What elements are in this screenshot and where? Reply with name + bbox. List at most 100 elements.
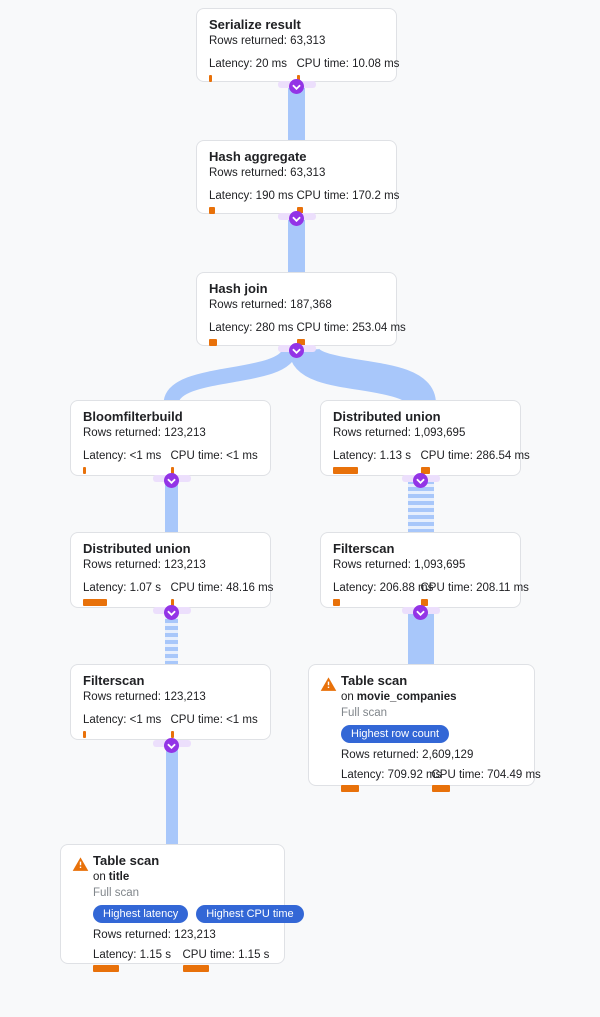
highest-latency-badge: Highest latency	[93, 905, 189, 923]
metrics-row: Latency: 1.07 s CPU time: 48.16 ms	[83, 582, 273, 606]
latency-label: Latency: <1 ms	[83, 450, 162, 462]
latency-metric: Latency: 280 ms	[209, 322, 297, 346]
on-prefix: on	[93, 871, 106, 883]
rows-returned: Rows returned: 1,093,695	[333, 559, 466, 571]
cpu-metric: CPU time: <1 ms	[170, 450, 259, 474]
cpu-metric: CPU time: 170.2 ms	[296, 190, 400, 214]
latency-bar	[209, 339, 217, 346]
cpu-bar	[431, 785, 450, 792]
highest-cpu-time-badge: Highest CPU time	[196, 905, 304, 923]
collapse-filterscan-right-button[interactable]	[413, 605, 428, 620]
latency-label: Latency: 1.13 s	[333, 450, 411, 462]
edge-hashjoin-to-distunion-right	[289, 348, 436, 404]
collapse-hashagg-button[interactable]	[289, 211, 304, 226]
collapse-filterscan-left-button[interactable]	[164, 738, 179, 753]
node-title: Table scan	[93, 853, 160, 868]
latency-bar	[333, 599, 340, 606]
warning-icon	[320, 677, 337, 691]
latency-bar	[209, 207, 215, 214]
cpu-bar	[296, 207, 303, 214]
metrics-row: Latency: 1.13 s CPU time: 286.54 ms	[333, 450, 530, 474]
cpu-label: CPU time: 1.15 s	[182, 949, 270, 961]
chevron-down-icon	[292, 84, 301, 90]
cpu-bar	[182, 965, 209, 972]
edge-serialize-to-hashagg	[288, 84, 305, 141]
node-title: Distributed union	[83, 541, 191, 556]
plan-node-bloomfilterbuild[interactable]: Bloomfilterbuild Rows returned: 123,213 …	[70, 400, 271, 476]
latency-metric: Latency: 1.07 s	[83, 582, 171, 606]
chevron-down-icon	[292, 216, 301, 222]
latency-label: Latency: 206.88 ms	[333, 582, 434, 594]
cpu-metric: CPU time: <1 ms	[170, 714, 259, 738]
scan-type: Full scan	[341, 707, 388, 719]
metrics-row: Latency: <1 ms CPU time: <1 ms	[83, 450, 258, 474]
cpu-label: CPU time: <1 ms	[170, 450, 258, 462]
latency-metric: Latency: <1 ms	[83, 714, 171, 738]
edge-bloomfilter-to-distunion	[165, 480, 178, 533]
cpu-metric: CPU time: 286.54 ms	[420, 450, 530, 474]
plan-node-hash-join[interactable]: Hash join Rows returned: 187,368 Latency…	[196, 272, 406, 346]
plan-node-distributed-union-right[interactable]: Distributed union Rows returned: 1,093,6…	[320, 400, 530, 476]
latency-bar	[83, 731, 86, 738]
collapse-hashjoin-button[interactable]	[289, 343, 304, 358]
plan-node-filterscan-right[interactable]: Filterscan Rows returned: 1,093,695 Late…	[320, 532, 529, 608]
latency-label: Latency: 280 ms	[209, 322, 294, 334]
collapse-serialize-button[interactable]	[289, 79, 304, 94]
highest-row-count-badge: Highest row count	[341, 725, 450, 743]
chevron-down-icon	[167, 743, 176, 749]
node-title: Table scan	[341, 673, 408, 688]
metrics-row: Latency: 709.92 ms CPU time: 704.49 ms	[341, 769, 541, 792]
chevron-down-icon	[416, 478, 425, 484]
cpu-bar	[420, 599, 428, 606]
collapse-distunion-left-button[interactable]	[164, 605, 179, 620]
metrics-row: Latency: <1 ms CPU time: <1 ms	[83, 714, 258, 738]
latency-metric: Latency: 1.15 s	[93, 949, 183, 972]
metrics-row: Latency: 1.15 s CPU time: 1.15 s	[93, 949, 272, 972]
node-title: Serialize result	[209, 17, 301, 32]
plan-node-distributed-union-left[interactable]: Distributed union Rows returned: 123,213…	[70, 532, 273, 608]
edge-distunion-to-filterscan-right	[408, 480, 434, 533]
rows-returned: Rows returned: 2,609,129	[341, 749, 474, 761]
cpu-label: CPU time: 286.54 ms	[420, 450, 530, 462]
latency-metric: Latency: 20 ms	[209, 58, 297, 82]
plan-node-hash-aggregate[interactable]: Hash aggregate Rows returned: 63,313 Lat…	[196, 140, 400, 214]
cpu-metric: CPU time: 704.49 ms	[431, 769, 541, 792]
on-prefix: on	[341, 691, 354, 703]
latency-bar	[93, 965, 119, 972]
scan-type: Full scan	[93, 887, 140, 899]
cpu-label: CPU time: 10.08 ms	[296, 58, 400, 70]
latency-label: Latency: 709.92 ms	[341, 769, 442, 781]
latency-label: Latency: 190 ms	[209, 190, 294, 202]
cpu-label: CPU time: <1 ms	[170, 714, 258, 726]
cpu-bar	[170, 467, 174, 474]
metrics-row: Latency: 190 ms CPU time: 170.2 ms	[209, 190, 400, 214]
metrics-row: Latency: 280 ms CPU time: 253.04 ms	[209, 322, 406, 346]
plan-node-serialize-result[interactable]: Serialize result Rows returned: 63,313 L…	[196, 8, 400, 82]
latency-metric: Latency: 190 ms	[209, 190, 297, 214]
edge-hashjoin-fork	[163, 348, 436, 404]
latency-label: Latency: 20 ms	[209, 58, 287, 70]
rows-returned: Rows returned: 123,213	[83, 559, 206, 571]
warning-icon	[72, 857, 89, 871]
cpu-label: CPU time: 170.2 ms	[296, 190, 400, 202]
cpu-label: CPU time: 704.49 ms	[431, 769, 541, 781]
latency-metric: Latency: 709.92 ms	[341, 769, 442, 792]
cpu-label: CPU time: 208.11 ms	[420, 582, 529, 594]
plan-node-filterscan-left[interactable]: Filterscan Rows returned: 123,213 Latenc…	[70, 664, 271, 740]
badges-row: Highest row count	[341, 725, 522, 743]
table-name: movie_companies	[356, 691, 457, 703]
cpu-metric: CPU time: 10.08 ms	[296, 58, 400, 82]
collapse-distunion-right-button[interactable]	[413, 473, 428, 488]
chevron-down-icon	[416, 610, 425, 616]
latency-bar	[333, 467, 358, 474]
collapse-bloomfilter-button[interactable]	[164, 473, 179, 488]
node-title: Filterscan	[83, 673, 145, 688]
cpu-metric: CPU time: 208.11 ms	[420, 582, 529, 606]
node-title: Hash aggregate	[209, 149, 307, 164]
cpu-bar	[170, 731, 174, 738]
